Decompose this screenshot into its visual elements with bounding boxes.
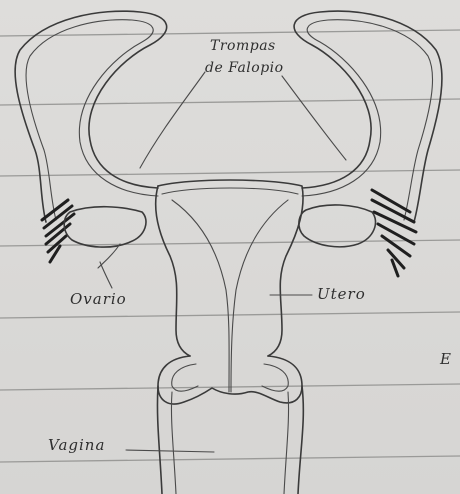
left-ovary <box>64 207 146 247</box>
uterine-cavity <box>172 200 229 392</box>
label-vagina: Vagina <box>48 436 105 454</box>
leader-tubes-right <box>282 76 346 160</box>
label-cut-off-text: E <box>440 350 451 368</box>
right-fimbriae <box>372 190 416 276</box>
label-uterus: Utero <box>317 285 366 303</box>
vagina-wall-right <box>298 386 303 494</box>
left-fallopian-tube-inner <box>26 20 158 220</box>
leader-vagina <box>126 450 214 452</box>
uterus-fundus <box>162 188 298 194</box>
right-fallopian-tube <box>294 11 442 222</box>
uterus-outline-left <box>156 186 190 356</box>
left-fimbriae <box>42 200 74 262</box>
vagina-inner-left <box>171 392 176 494</box>
leader-tubes-left <box>140 72 205 168</box>
left-fallopian-tube <box>15 11 167 222</box>
label-fallopian-tubes-line2: de Falopio <box>205 60 284 76</box>
cervix <box>158 356 302 404</box>
cervix-inner-right <box>262 364 288 391</box>
label-fallopian-tubes-line1: Trompas <box>210 38 276 54</box>
leader-ovary <box>100 262 112 288</box>
cervix-inner <box>172 364 198 391</box>
label-ovary: Ovario <box>70 290 127 308</box>
vagina-wall-left <box>157 386 162 494</box>
vagina-inner-right <box>284 392 289 494</box>
right-ovary <box>299 205 376 247</box>
uterine-cavity-right <box>231 200 288 392</box>
